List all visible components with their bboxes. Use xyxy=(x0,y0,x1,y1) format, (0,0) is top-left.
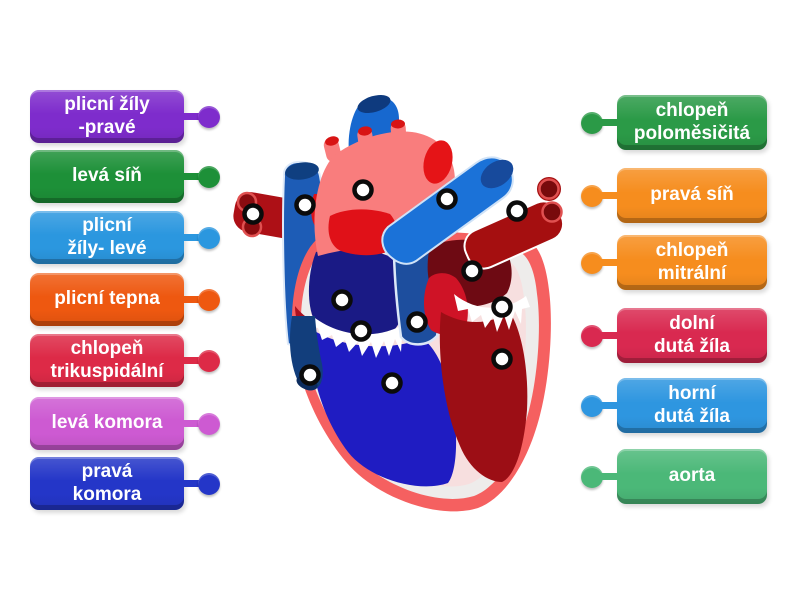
label-pill-left-3[interactable]: plicní tepna xyxy=(30,273,220,326)
connector xyxy=(581,394,617,417)
label-text: plicní žíly- levé xyxy=(67,215,147,259)
mitral-chordae-shape xyxy=(454,294,530,332)
label-pill-left-4[interactable]: chlopeň trikuspidální xyxy=(30,334,220,387)
pulmonary-artery-shape xyxy=(381,156,514,265)
answer-dot-11[interactable] xyxy=(491,348,513,370)
connector-knob[interactable] xyxy=(198,472,220,495)
connector-stub xyxy=(184,357,200,364)
connector-stub xyxy=(601,473,617,480)
connector-stub xyxy=(184,296,200,303)
connector xyxy=(184,105,220,128)
answer-dot-6[interactable] xyxy=(461,260,483,282)
connector-stub xyxy=(601,192,617,199)
connector-knob[interactable] xyxy=(581,324,603,347)
label-text: chlopeň mitrální xyxy=(655,240,729,284)
answer-dot-12[interactable] xyxy=(299,364,321,386)
left-atrium-chamber-shape xyxy=(308,248,405,338)
connector xyxy=(184,226,220,249)
label-text: chlopeň poloměsičitá xyxy=(633,100,751,144)
answer-dots-layer xyxy=(242,179,528,394)
answer-dot-7[interactable] xyxy=(331,289,353,311)
connector-stub xyxy=(601,119,617,126)
connector xyxy=(184,349,220,372)
connector xyxy=(184,288,220,311)
answer-dot-2[interactable] xyxy=(294,194,316,216)
label-pill-right-5[interactable]: aorta xyxy=(581,449,767,504)
answer-dot-4[interactable] xyxy=(436,188,458,210)
label-text: plicní tepna xyxy=(54,288,160,310)
connector-stub xyxy=(184,480,200,487)
connector-knob[interactable] xyxy=(198,412,220,435)
connector xyxy=(581,465,617,488)
answer-dot-9[interactable] xyxy=(406,311,428,333)
label-text: levá síň xyxy=(72,165,142,187)
connector xyxy=(184,472,220,495)
connector-knob[interactable] xyxy=(581,465,603,488)
answer-dot-13[interactable] xyxy=(381,372,403,394)
label-pill-right-4[interactable]: horní dutá žíla xyxy=(581,378,767,433)
label-text: pravá síň xyxy=(650,184,734,206)
connector-knob[interactable] xyxy=(581,111,603,134)
connector-stub xyxy=(601,402,617,409)
label-pill-right-1[interactable]: pravá síň xyxy=(581,168,767,223)
connector-stub xyxy=(601,332,617,339)
answer-dot-3[interactable] xyxy=(352,179,374,201)
label-pill-left-5[interactable]: levá komora xyxy=(30,397,220,450)
left-pulmonary-veins-shape xyxy=(463,175,565,270)
answer-dot-1[interactable] xyxy=(242,203,264,225)
label-pill-right-3[interactable]: dolní dutá žíla xyxy=(581,308,767,363)
label-text: chlopeň trikuspidální xyxy=(50,338,164,382)
blue-ventricle-chamber-shape xyxy=(309,328,457,487)
label-pill-left-1[interactable]: levá síň xyxy=(30,150,220,203)
connector xyxy=(581,184,617,207)
label-pill-left-0[interactable]: plicní žíly -pravé xyxy=(30,90,220,143)
connector-knob[interactable] xyxy=(198,349,220,372)
connector xyxy=(581,251,617,274)
connector-stub xyxy=(601,259,617,266)
label-text: dolní dutá žíla xyxy=(653,313,730,357)
connector-stub xyxy=(184,420,200,427)
connector-stub xyxy=(184,113,200,120)
answer-dot-10[interactable] xyxy=(491,296,513,318)
label-pill-right-0[interactable]: chlopeň poloměsičitá xyxy=(581,95,767,150)
connector-stub xyxy=(184,234,200,241)
connector-knob[interactable] xyxy=(198,105,220,128)
label-text: aorta xyxy=(668,465,716,487)
label-text: levá komora xyxy=(51,412,163,434)
connector xyxy=(184,165,220,188)
connector-knob[interactable] xyxy=(581,251,603,274)
connector-knob[interactable] xyxy=(581,184,603,207)
label-pill-left-6[interactable]: pravá komora xyxy=(30,457,220,510)
connector-knob[interactable] xyxy=(198,226,220,249)
connector xyxy=(581,324,617,347)
connector xyxy=(184,412,220,435)
label-pill-right-2[interactable]: chlopeň mitrální xyxy=(581,235,767,290)
answer-dot-5[interactable] xyxy=(506,200,528,222)
label-text: horní dutá žíla xyxy=(653,383,730,427)
label-text: plicní žíly -pravé xyxy=(64,94,150,138)
connector-stub xyxy=(184,173,200,180)
connector xyxy=(581,111,617,134)
connector-knob[interactable] xyxy=(198,165,220,188)
label-text: pravá komora xyxy=(72,461,142,505)
connector-knob[interactable] xyxy=(198,288,220,311)
label-pill-left-2[interactable]: plicní žíly- levé xyxy=(30,211,220,264)
connector-knob[interactable] xyxy=(581,394,603,417)
answer-dot-8[interactable] xyxy=(350,320,372,342)
